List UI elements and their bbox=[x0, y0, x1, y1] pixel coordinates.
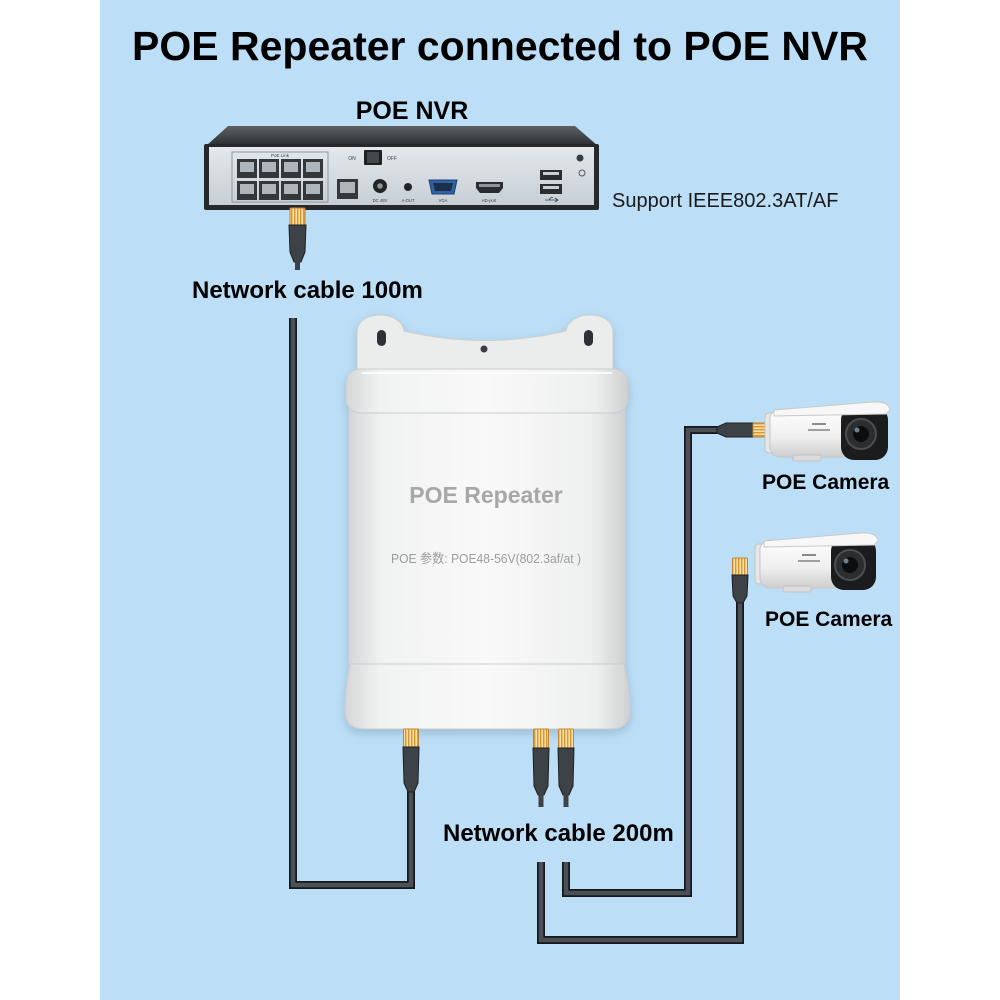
mounting-hole-center bbox=[480, 345, 488, 353]
nvr-poe-link-label: PoE Link bbox=[271, 153, 290, 158]
upstream-cable-label: Network cable 100m bbox=[192, 277, 423, 304]
usb-icon bbox=[545, 197, 559, 203]
switch-on-label: ON bbox=[348, 156, 356, 162]
poe-repeater: POE Repeater POE 参数: POE48-56V(802.3af/a… bbox=[344, 314, 631, 730]
rj45-boot bbox=[716, 422, 754, 438]
nvr-poe-port-frame bbox=[231, 151, 329, 203]
poe-camera-1 bbox=[764, 401, 891, 462]
nvr-support-text: Support IEEE802.3AT/AF bbox=[612, 190, 838, 212]
cable-core bbox=[290, 318, 414, 888]
repeater-output-connector-2 bbox=[557, 728, 575, 807]
camera-sunshade bbox=[763, 532, 879, 548]
mounting-hole-right bbox=[584, 330, 593, 346]
power-switch-rocker bbox=[367, 152, 379, 163]
diagram-title: POE Repeater connected to POE NVR bbox=[132, 23, 868, 69]
camera-logo-mark bbox=[798, 560, 820, 562]
rj45-plug bbox=[289, 207, 306, 226]
rj45-boot bbox=[288, 224, 307, 263]
camera-1-connector bbox=[716, 422, 770, 438]
usb-port-1-tongue bbox=[543, 172, 559, 175]
cable-stub bbox=[563, 794, 569, 807]
hdmi-port-contacts bbox=[479, 184, 500, 187]
repeater-output-connector-1 bbox=[532, 728, 550, 807]
vga-port-pins bbox=[433, 183, 453, 191]
repeater-bottom-cap bbox=[344, 663, 631, 730]
cable-core bbox=[563, 427, 720, 896]
poe-nvr: PoE Link ON OFF DC 48V bbox=[204, 126, 599, 210]
camera-2-connector bbox=[731, 557, 749, 604]
downstream-cable-label: Network cable 200m bbox=[443, 820, 674, 847]
cable-repeater-to-camera-2 bbox=[537, 602, 744, 944]
cable-repeater-to-camera-1 bbox=[562, 426, 720, 897]
camera-logo-mark bbox=[812, 423, 826, 425]
camera-mount bbox=[792, 454, 822, 462]
repeater-top-cap bbox=[345, 368, 629, 414]
camera-lens-glint bbox=[843, 558, 849, 564]
repeater-spec: POE 参数: POE48-56V(802.3af/at ) bbox=[391, 551, 581, 566]
rj45-boot bbox=[402, 746, 420, 793]
nvr-poe-ports bbox=[237, 159, 323, 200]
cable-core bbox=[538, 602, 743, 943]
cable-stub bbox=[538, 794, 544, 807]
repeater-body bbox=[348, 405, 626, 669]
poe-port-1-contacts bbox=[240, 162, 254, 172]
camera-lens-glint bbox=[854, 427, 860, 433]
rj45-boot bbox=[731, 574, 749, 604]
usb-port-2-tongue bbox=[543, 186, 559, 189]
ground-screw-icon bbox=[578, 169, 586, 177]
vga-label: VGA bbox=[439, 198, 448, 203]
repeater-input-connector bbox=[402, 728, 420, 793]
dc-in-label: DC 48V bbox=[373, 198, 388, 203]
camera-sunshade bbox=[773, 401, 891, 417]
camera-logo-mark bbox=[802, 554, 816, 556]
poe-camera-2 bbox=[754, 532, 879, 593]
cable-stub bbox=[295, 261, 300, 270]
rj45-boot bbox=[532, 747, 550, 796]
rj45-plug bbox=[732, 557, 748, 576]
poe-port-2-contacts bbox=[262, 162, 276, 172]
audio-out-jack bbox=[404, 183, 412, 191]
hdmi-label: HD-port bbox=[482, 198, 497, 203]
poe-port-8-contacts bbox=[306, 184, 320, 194]
nvr-rj45-connector bbox=[288, 207, 307, 270]
mounting-hole-left bbox=[377, 330, 386, 346]
poe-port-7-contacts bbox=[284, 184, 298, 194]
camera-2-label: POE Camera bbox=[765, 608, 893, 631]
rj45-plug bbox=[403, 728, 419, 748]
poe-port-4-contacts bbox=[306, 162, 320, 172]
poe-port-3-contacts bbox=[284, 162, 298, 172]
repeater-name: POE Repeater bbox=[409, 482, 562, 508]
camera-logo-mark bbox=[808, 429, 830, 431]
rj45-boot bbox=[557, 747, 575, 796]
poe-port-5-contacts bbox=[240, 184, 254, 194]
nvr-top-cover bbox=[206, 126, 598, 146]
poe-port-6-contacts bbox=[262, 184, 276, 194]
cable-nvr-to-repeater bbox=[289, 318, 415, 889]
camera-mount bbox=[782, 585, 812, 593]
rj45-plug bbox=[533, 728, 549, 749]
nvr-label: POE NVR bbox=[356, 97, 469, 125]
audio-out-label: A-OUT bbox=[401, 198, 414, 203]
camera-1-label: POE Camera bbox=[762, 471, 890, 494]
rj45-plug bbox=[558, 728, 574, 749]
dc-power-jack-pin bbox=[377, 183, 383, 189]
switch-off-label: OFF bbox=[387, 156, 397, 162]
uplink-port-contacts bbox=[340, 182, 355, 193]
reset-button bbox=[576, 154, 584, 162]
hdmi-port bbox=[476, 182, 503, 193]
